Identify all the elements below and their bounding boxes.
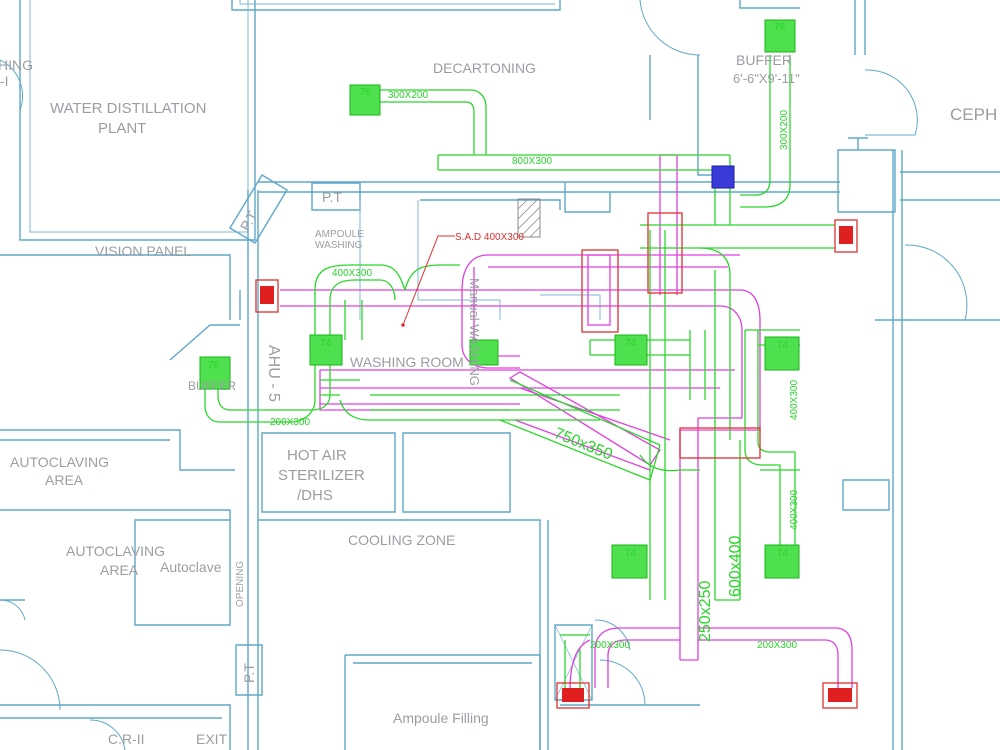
duct-label-250x250: 250x250 (697, 581, 714, 642)
duct-label-400x300-right2: 400X300 (789, 490, 800, 530)
label-ampoule-washing-2: WASHING (315, 240, 363, 251)
duct-label-300x200-top: 300X200 (388, 90, 428, 101)
return-grilles (255, 212, 858, 709)
sad-leader (402, 235, 455, 326)
room-labels: WATER DISTILLATION PLANT DECARTONING BUF… (0, 52, 997, 747)
label-ceph: CEPH (950, 105, 997, 124)
diffuser-number-74d: 74 (625, 548, 637, 559)
label-decartoning: DECARTONING (433, 60, 536, 76)
duct-label-200x300-b1: 200X300 (590, 640, 630, 651)
label-washing-partial-2: -I (0, 73, 9, 89)
label-water-distillation: WATER DISTILLATION (50, 100, 206, 117)
label-manual-washing: Manual WASHING (467, 278, 482, 386)
diffusers (199, 19, 800, 579)
label-vision-panel: VISION PANEL (95, 243, 191, 259)
door-swings (0, 0, 968, 750)
label-hot-air: HOT AIR (287, 447, 347, 464)
label-exit: EXIT (196, 731, 228, 747)
diffuser-number-76c: 76 (208, 360, 220, 371)
label-buffer-top: BUFFER (736, 52, 792, 68)
diffuser-number-74b: 74 (625, 338, 637, 349)
diffuser-74b (614, 334, 648, 366)
label-pt-bottom: P.T (241, 663, 257, 683)
supply-duct-network (204, 55, 835, 690)
label-buffer-top-dim: 6'-6"X9'-11" (733, 71, 800, 86)
diffuser-74a (309, 334, 343, 366)
label-dhs: /DHS (297, 487, 333, 504)
diffuser-number-74e: 74 (777, 548, 789, 559)
label-washing-room: WASHING ROOM (350, 354, 464, 370)
label-cooling-zone: COOLING ZONE (348, 532, 455, 548)
diffuser-74c (764, 336, 800, 371)
duct-label-sad: S.A.D 400X300 (455, 232, 524, 243)
label-autoclaving-1: AUTOCLAVING (10, 454, 109, 470)
label-autoclaving-2: AUTOCLAVING (66, 543, 165, 559)
diffuser-76c (199, 356, 231, 390)
label-autoclaving-2b: AREA (100, 562, 139, 578)
duct-label-200x300-left: 200X300 (270, 417, 310, 428)
label-ahu: AHU - 5 (265, 345, 282, 402)
label-cr2: C.R-II (108, 731, 145, 747)
duct-label-200x300-b2: 200X300 (757, 640, 797, 651)
diffuser-74e (764, 544, 800, 579)
diffuser-number-74c: 74 (777, 340, 789, 351)
duct-label-800x300: 800X300 (512, 156, 552, 167)
label-autoclaving-1b: AREA (45, 472, 84, 488)
diffuser-74d (611, 544, 648, 579)
diffuser-number-76b: 76 (774, 22, 786, 33)
label-opening: OPENING (235, 561, 246, 607)
diffuser-76a (349, 84, 381, 116)
duct-label-600x400: 600x400 (727, 536, 744, 597)
diffuser-76b (764, 19, 796, 53)
return-duct-network (280, 154, 853, 691)
diffuser-number-76a: 76 (360, 87, 372, 98)
label-ampoule-filling: Ampoule Filling (393, 710, 489, 726)
label-pt-top: P.T (322, 189, 342, 205)
label-washing-partial: HING (0, 57, 33, 73)
duct-label-400x300-left: 400X300 (332, 268, 372, 279)
duct-label-750x350: 750x350 (552, 425, 615, 464)
duct-label-400x300-right: 400X300 (789, 380, 800, 420)
label-ampoule-washing: AMPOULE (315, 229, 364, 240)
duct-label-300x200-buffer: 300X200 (779, 110, 790, 150)
label-autoclave: Autoclave (160, 559, 222, 575)
diffuser-number-74a: 74 (320, 338, 332, 349)
diffuser-numbers: 76 76 76 74 74 74 74 74 (208, 22, 789, 559)
label-plant: PLANT (98, 120, 146, 137)
label-sterilizer: STERILIZER (278, 467, 365, 484)
label-buffer-left: BUFFER (188, 379, 236, 393)
